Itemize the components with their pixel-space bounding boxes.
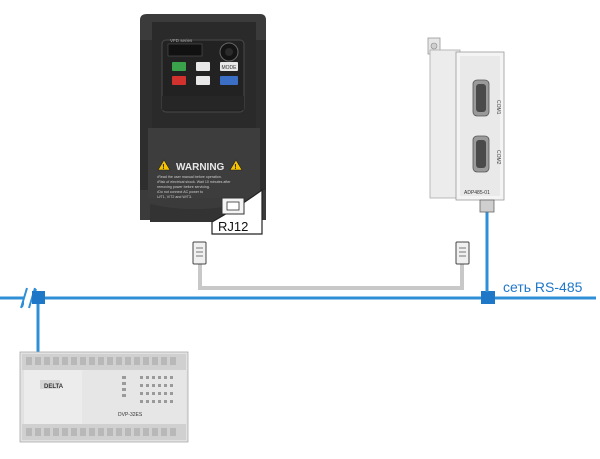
warning-title: WARNING xyxy=(176,162,225,173)
rs485-adapter-module: COM1 COM2 ADP485-01 xyxy=(427,37,505,213)
com2-label: COM2 xyxy=(495,150,501,165)
bus-junction-left xyxy=(32,291,45,304)
rj12-cable xyxy=(198,262,464,290)
rj12-label: RJ12 xyxy=(218,219,248,234)
warning-line-2: •Risk of electrical shock. Wait 10 minut… xyxy=(157,180,231,184)
com1-label: COM1 xyxy=(495,100,501,115)
plc-controller: DELTA DVP-32ES xyxy=(19,351,189,443)
com2-port-icon xyxy=(472,135,490,173)
enter-button xyxy=(220,76,238,85)
plc-model-label: DVP-32ES xyxy=(118,412,143,418)
warning-label: ! WARNING ! •Read the user manual before… xyxy=(157,159,243,199)
mode-button-label: MODE xyxy=(222,65,238,71)
mode-button xyxy=(220,62,238,71)
rj12-plug-left-icon xyxy=(192,241,207,265)
adapter-model-label: ADP485-01 xyxy=(464,190,490,196)
rj12-port-callout: RJ12 xyxy=(211,188,263,235)
bus-junction-right xyxy=(481,291,495,304)
stop-button xyxy=(172,76,186,85)
run-button xyxy=(172,62,186,71)
com1-port-icon xyxy=(472,79,490,117)
warning-line-1: •Read the user manual before operation. xyxy=(157,175,222,179)
svg-text:!: ! xyxy=(162,164,164,171)
inverter-brand-text: VFD series xyxy=(170,38,193,43)
warning-line-5: U/T1, V/T2 and W/T3. xyxy=(157,195,192,199)
svg-text:!: ! xyxy=(234,164,236,171)
plc-terminal-strip-top xyxy=(26,357,176,365)
inverter-drive: VFD series MODE ! WARNING ! •Read the us… xyxy=(140,14,266,222)
warning-line-4: •Do not connect AC power to xyxy=(157,190,203,194)
network-label: сеть RS-485 xyxy=(503,279,583,295)
up-button xyxy=(196,62,210,71)
plc-brand-label: DELTA xyxy=(44,384,64,390)
plc-status-leds xyxy=(122,376,173,403)
rj12-plug-right-icon xyxy=(455,241,470,265)
plc-terminal-strip-bottom xyxy=(26,428,176,436)
warning-line-3: removing power before servicing. xyxy=(157,185,210,189)
down-button xyxy=(196,76,210,85)
